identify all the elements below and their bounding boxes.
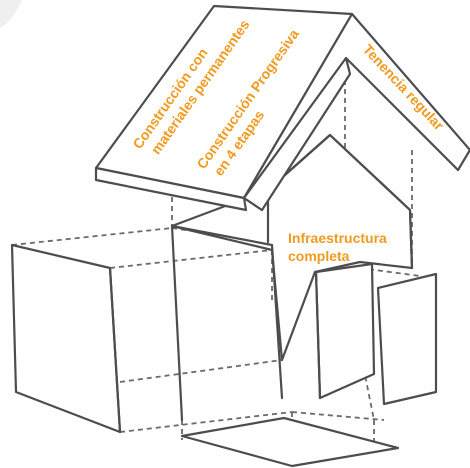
left-room-block [10, 243, 122, 434]
roof [94, 4, 470, 212]
main-house-walls [170, 133, 414, 422]
label-tenure-line1: Tenencia regular [360, 41, 448, 133]
label-tenure: Tenencia regular [360, 41, 448, 133]
door-frame [314, 262, 376, 400]
corner-shade [0, 0, 22, 28]
door-panel [376, 272, 438, 406]
label-infrastructure-line2: completa [288, 248, 350, 264]
label-infrastructure: Infraestructura completa [288, 230, 387, 264]
floor-slab [180, 416, 400, 468]
label-infrastructure-line1: Infraestructura [288, 230, 387, 246]
